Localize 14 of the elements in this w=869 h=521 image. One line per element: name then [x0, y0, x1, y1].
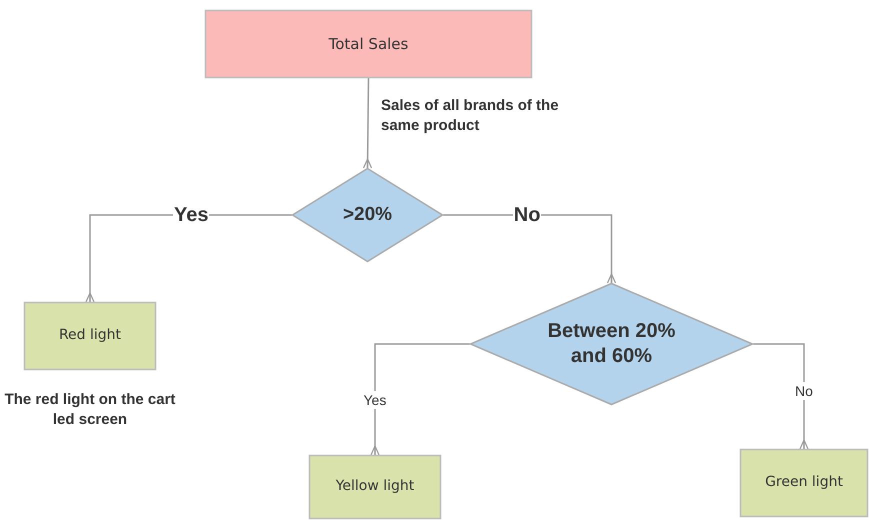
- connector-arrow: [370, 343, 470, 456]
- connector-arrow: [443, 214, 616, 284]
- node-label: Red light: [58, 327, 122, 345]
- connector-arrow: [362, 78, 372, 169]
- node-label: Yellow light: [336, 478, 414, 496]
- connector-arrow: [753, 343, 809, 450]
- node-label: >20%: [342, 203, 392, 227]
- node-label: Green light: [765, 474, 843, 492]
- node-label: Between 20% and 60%: [546, 319, 676, 369]
- edge-label: No: [794, 382, 814, 400]
- edge-label: Yes: [362, 390, 388, 408]
- node-label: Total Sales: [328, 34, 408, 54]
- edge-label: Sales of all brands of the same product: [381, 96, 561, 135]
- annotation-text: The red light on the cart led screen: [4, 390, 176, 429]
